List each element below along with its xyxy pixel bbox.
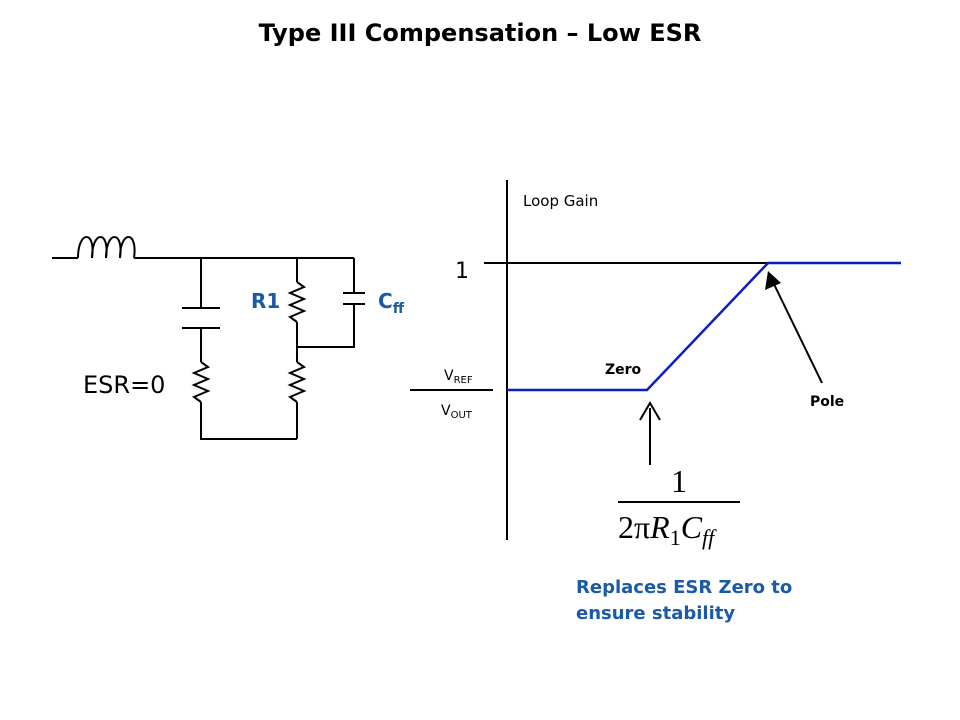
loop-gain-label: Loop Gain	[523, 192, 598, 210]
loop-gain-trace	[507, 261, 901, 392]
r-lower-resistor-icon	[287, 361, 307, 403]
inductor-icon	[77, 236, 136, 259]
compensation-circuit: R1 Cff ESR=0	[52, 236, 405, 440]
vref-label: VREF	[444, 368, 473, 386]
zero-arrow-head-icon	[639, 401, 661, 421]
pole-arrow-shaft	[770, 277, 823, 384]
r1-resistor-icon	[287, 281, 307, 323]
loop-gain-plot: Loop Gain 1 VREF VOUT Zero Pole	[410, 180, 901, 540]
zero-frequency-formula: 1 2πR1Cff	[618, 463, 740, 550]
pole-arrow-head-icon	[765, 271, 781, 290]
cff-lead-bottom	[297, 304, 355, 348]
r1-label: R1	[251, 289, 280, 313]
unity-label: 1	[455, 259, 469, 284]
stability-note: Replaces ESR Zero to ensure stability	[576, 577, 792, 624]
esr-label: ESR=0	[83, 371, 165, 399]
formula-numerator: 1	[671, 463, 687, 499]
zero-label: Zero	[605, 362, 642, 378]
cff-label: Cff	[378, 289, 405, 317]
vout-label: VOUT	[441, 403, 473, 421]
bottom-wire	[200, 402, 297, 440]
formula-denominator: 2πR1Cff	[618, 509, 717, 550]
pole-label: Pole	[810, 394, 844, 410]
esr-resistor-icon	[191, 361, 211, 403]
note-line-1: Replaces ESR Zero to	[576, 577, 792, 598]
note-line-2: ensure stability	[576, 603, 735, 624]
slide-title: Type III Compensation – Low ESR	[259, 19, 702, 47]
